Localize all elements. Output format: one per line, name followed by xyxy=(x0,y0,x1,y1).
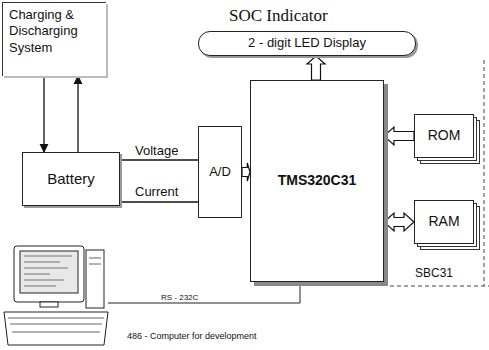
node-text: TMS320C31 xyxy=(278,172,357,190)
node-text: A/D xyxy=(209,164,231,180)
serial-wire xyxy=(108,282,300,303)
computer-illustration xyxy=(4,246,108,345)
section-heading: SOC Indicator xyxy=(228,6,329,26)
node-text: Charging & Discharging System xyxy=(9,7,89,56)
board-boundary xyxy=(484,60,485,286)
signal-label: Voltage xyxy=(134,143,179,158)
node-text: 2 - digit LED Display xyxy=(248,35,366,51)
board-name: SBC31 xyxy=(414,266,454,280)
signal-line xyxy=(43,76,44,152)
memory-box: RAM xyxy=(414,200,474,244)
signal-line xyxy=(77,76,78,152)
computer-caption: 486 - Computer for development xyxy=(126,331,258,341)
signal-line xyxy=(120,159,198,160)
block-arrow xyxy=(384,127,414,145)
processor-box: TMS320C31 xyxy=(250,80,384,282)
node-text: RAM xyxy=(428,213,459,231)
signal-line xyxy=(120,201,198,202)
display-box: 2 - digit LED Display xyxy=(198,31,416,56)
converter-box: A/D xyxy=(198,126,242,218)
signal-label: Current xyxy=(134,184,179,199)
memory-box: ROM xyxy=(414,114,474,158)
block-arrow xyxy=(384,213,414,231)
node-text: ROM xyxy=(428,127,461,145)
board-boundary xyxy=(390,286,489,287)
block-arrow xyxy=(307,56,325,80)
system-box: Charging & Discharging System xyxy=(2,2,106,76)
node-text: Battery xyxy=(47,170,95,189)
block-arrow xyxy=(242,163,250,181)
battery-box: Battery xyxy=(22,152,120,206)
interface-name: RS - 232C xyxy=(160,293,199,302)
